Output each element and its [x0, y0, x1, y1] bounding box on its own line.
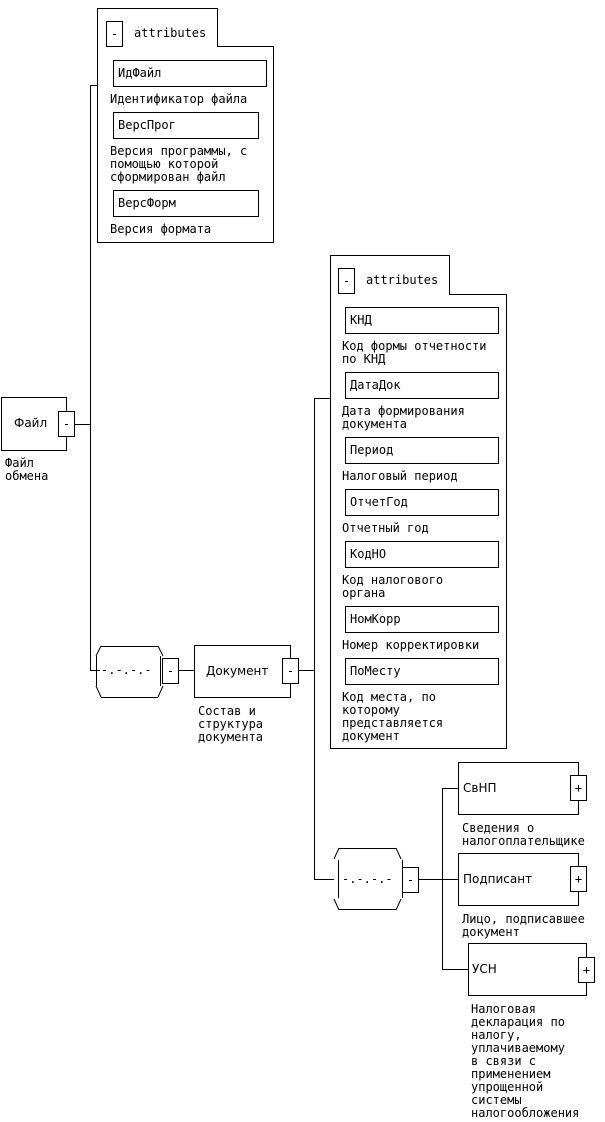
child-usn-description: Налоговая декларация по налогу, уплачива… [471, 1002, 580, 1120]
connector-line [75, 424, 90, 425]
connector-line [90, 85, 98, 86]
document-attributes-collapse-toggle[interactable]: - [338, 268, 355, 294]
file-attributes-collapse-toggle[interactable]: - [106, 21, 123, 47]
child-podpisant-description: Лицо, подписавшее документ [462, 912, 585, 939]
child-podpisant-expand-toggle[interactable]: + [570, 866, 587, 892]
root-collapse-toggle[interactable]: - [58, 411, 75, 437]
child-element-svnp-name: СвНП [463, 781, 497, 795]
attribute-pomestu-description: Код места, по которому представляется до… [342, 690, 444, 743]
root-element-name: Файл [14, 416, 48, 430]
child-svnp-expand-toggle[interactable]: + [570, 775, 587, 801]
root-description: Файл обмена [5, 456, 49, 483]
connector-line [442, 879, 458, 880]
attribute-nomkorr[interactable]: НомКорр [345, 606, 499, 633]
attribute-versform[interactable]: ВерсФорм [113, 190, 259, 217]
attribute-period[interactable]: Период [345, 437, 499, 464]
attribute-idfile[interactable]: ИдФайл [113, 60, 267, 87]
connector-line [314, 398, 330, 399]
child-element-svnp-box[interactable] [458, 762, 579, 815]
connector-line [314, 398, 315, 880]
attribute-pomestu[interactable]: ПоМесту [345, 658, 499, 685]
sequence-1-symbol: -.-.-.- [101, 663, 152, 677]
root-element-box[interactable] [1, 397, 67, 451]
connector-line [90, 670, 100, 671]
connector-line [442, 969, 468, 970]
document-collapse-toggle[interactable]: - [282, 658, 299, 684]
connector-line [442, 788, 458, 789]
attribute-nomkorr-description: Номер корректировки [342, 638, 480, 652]
connector-line [314, 879, 334, 880]
child-svnp-description: Сведения о налогоплательщике [462, 821, 585, 848]
attribute-knd[interactable]: КНД [345, 307, 499, 334]
connector-line [299, 670, 314, 671]
document-attributes-title: attributes [366, 273, 439, 287]
connector-line [179, 670, 194, 671]
document-element-name: Документ [206, 664, 269, 678]
connector-line [90, 85, 91, 670]
child-element-usn-name: УСН [472, 962, 497, 976]
attribute-versprog-description: Версия программы, с помощью которой сфор… [110, 144, 248, 184]
attribute-kodno[interactable]: КодНО [345, 541, 499, 568]
attribute-versform-description: Версия формата [110, 222, 212, 236]
attribute-otchetgod-description: Отчетный год [342, 521, 429, 535]
document-description: Состав и структура документа [198, 704, 264, 744]
child-usn-expand-toggle[interactable]: + [578, 957, 595, 983]
child-element-podpisant-name: Подписант [463, 872, 533, 886]
attribute-versprog[interactable]: ВерсПрог [113, 112, 259, 139]
sequence-1-collapse-toggle[interactable]: - [162, 658, 179, 684]
child-element-podpisant-box[interactable] [458, 853, 579, 906]
attribute-datadok-description: Дата формирования документа [342, 404, 465, 431]
connector-line [419, 879, 442, 880]
attribute-period-description: Налоговый период [342, 469, 458, 483]
attribute-idfile-description: Идентификатор файла [110, 92, 248, 106]
attribute-otchetgod[interactable]: ОтчетГод [345, 489, 499, 516]
attribute-kodno-description: Код налогового органа [342, 573, 444, 600]
sequence-2-collapse-toggle[interactable]: - [402, 867, 419, 893]
sequence-2-symbol: -.-.-.- [342, 872, 393, 886]
attribute-datadok[interactable]: ДатаДок [345, 372, 499, 399]
file-attributes-title: attributes [134, 26, 207, 40]
attribute-knd-description: Код формы отчетности по КНД [342, 339, 487, 366]
document-element-box[interactable] [194, 645, 291, 698]
child-element-usn-box[interactable] [468, 943, 587, 996]
